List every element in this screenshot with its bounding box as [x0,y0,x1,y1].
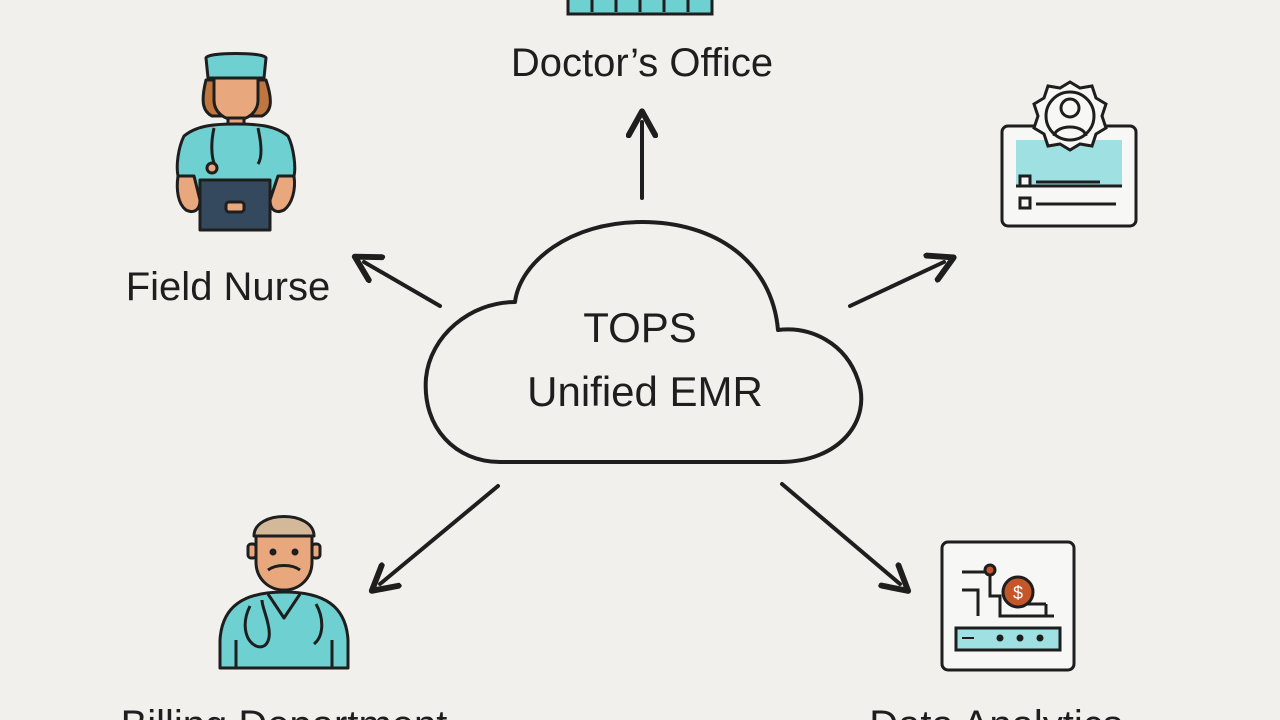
node-field-nurse: Field Nurse [126,52,331,309]
center-cloud: TOPS Unified EMR [423,220,864,464]
arrow-to-billing [380,484,500,584]
analytics-dashboard-icon: $ [940,540,1076,672]
patient-profile-badge-icon [1000,80,1138,228]
analytics-label: Data Analytics [869,703,1122,720]
nurse-with-tablet-icon [175,52,297,232]
node-analytics: $ Data Analytics [869,540,1123,720]
center-title-line1: TOPS [583,304,697,351]
arrow-to-patient-portal [848,262,944,308]
arrow-to-analytics [780,482,900,584]
node-billing: Billing Department [121,515,448,720]
node-patient-portal [1000,80,1138,228]
billing-label: Billing Department [121,703,448,720]
doctors-office-label: Doctor’s Office [511,41,773,85]
node-doctors-office: Doctor’s Office [511,0,773,85]
arrow-to-field-nurse [364,262,442,308]
building-icon [566,0,714,16]
center-title-line2: Unified EMR [527,368,763,415]
clinician-with-stethoscope-icon [218,515,350,670]
field-nurse-label: Field Nurse [126,265,331,309]
connector-arrows [364,122,944,584]
cloud-shape-icon [423,220,864,464]
svg-text:$: $ [1013,583,1023,603]
